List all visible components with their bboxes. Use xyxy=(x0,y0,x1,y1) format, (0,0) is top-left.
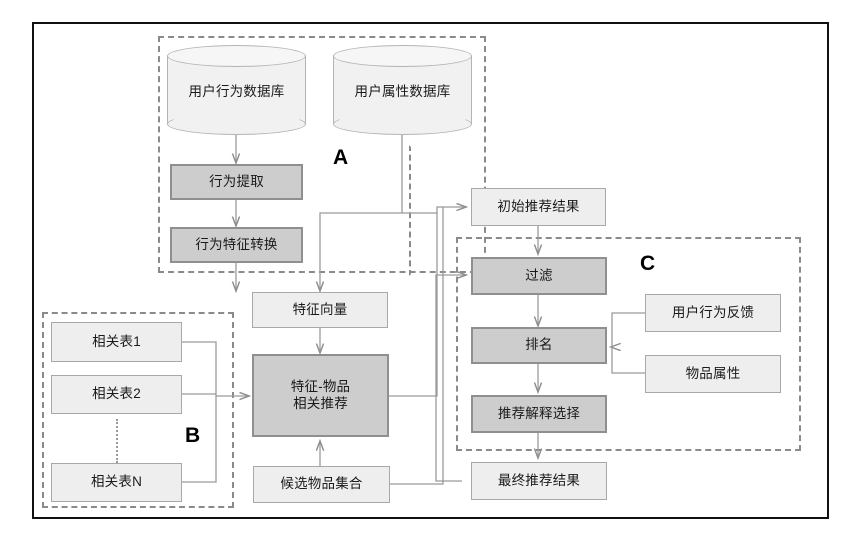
node-related-table-1[interactable]: 相关表1 xyxy=(51,322,182,362)
region-a-label: A xyxy=(333,146,349,169)
node-behavior-feature-transform[interactable]: 行为特征转换 xyxy=(170,227,303,263)
user-attribute-database-label: 用户属性数据库 xyxy=(354,84,451,99)
node-initial-result[interactable]: 初始推荐结果 xyxy=(471,188,606,226)
user-behavior-database[interactable]: 用户行为数据库 xyxy=(167,45,306,135)
node-related-table-2[interactable]: 相关表2 xyxy=(51,375,182,414)
region-b-dashed-box xyxy=(42,312,234,508)
cylinder-bottom-ellipse xyxy=(333,113,472,135)
user-attribute-database[interactable]: 用户属性数据库 xyxy=(333,45,472,135)
node-ranking[interactable]: 排名 xyxy=(471,327,607,364)
node-feature-vector[interactable]: 特征向量 xyxy=(252,292,388,328)
vertical-ellipsis-dots xyxy=(116,419,118,463)
cylinder-bottom-ellipse xyxy=(167,113,306,135)
node-user-behavior-feedback[interactable]: 用户行为反馈 xyxy=(645,294,781,332)
node-item-attribute[interactable]: 物品属性 xyxy=(645,355,781,393)
node-behavior-extract[interactable]: 行为提取 xyxy=(170,164,303,200)
region-b-label: B xyxy=(185,424,201,447)
node-explanation-selection[interactable]: 推荐解释选择 xyxy=(471,395,607,433)
cylinder-top-ellipse xyxy=(167,45,306,67)
node-feature-item-recommend[interactable]: 特征-物品 相关推荐 xyxy=(252,354,389,437)
region-c-label: C xyxy=(640,252,656,275)
node-final-result[interactable]: 最终推荐结果 xyxy=(471,462,607,500)
user-behavior-database-label: 用户行为数据库 xyxy=(188,84,285,99)
cylinder-top-ellipse xyxy=(333,45,472,67)
node-candidate-item-set[interactable]: 候选物品集合 xyxy=(253,466,390,503)
node-filter[interactable]: 过滤 xyxy=(471,257,607,295)
node-related-table-n[interactable]: 相关表N xyxy=(51,463,182,502)
